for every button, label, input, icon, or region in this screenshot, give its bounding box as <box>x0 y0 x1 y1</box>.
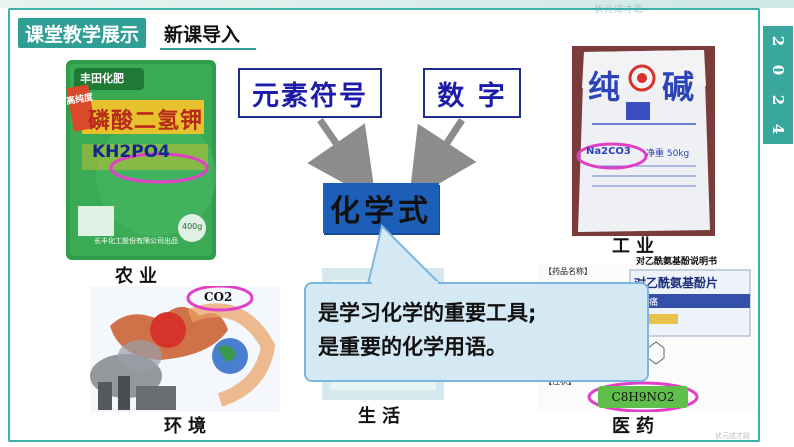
soda-label: 净重 50kg <box>646 149 690 159</box>
env-formula: CO2 <box>204 290 233 304</box>
bag-maker: 长丰化工股份有限公司出品 <box>94 237 178 245</box>
arrow-right <box>408 118 477 202</box>
environment-image <box>90 286 276 410</box>
medicine-tag: 镇痛 <box>640 298 659 308</box>
bag-product: 磷酸二氢钾 <box>88 109 204 134</box>
caption-medicine: 医药 <box>612 416 660 437</box>
bag-formula: KH2PO4 <box>92 142 170 162</box>
top-watermark: 状元成才路 <box>594 5 645 15</box>
soda-formula: Na2CO3 <box>586 146 631 157</box>
medicine-section-name: 【药品名称】 <box>544 267 592 276</box>
bag-brand: 丰田化肥 <box>80 72 124 85</box>
slide-frame <box>8 8 760 442</box>
highlight-ellipse <box>186 286 254 312</box>
digits-box: 数 字 <box>423 68 521 118</box>
caption-industry: 工业 <box>612 236 660 257</box>
callout-bubble: 是学习化学的重要工具; 是重要的化学用语。 <box>304 282 649 382</box>
bottom-watermark: 状元成才路 <box>715 432 750 440</box>
medicine-formula: C8H9NO2 <box>598 386 688 408</box>
medicine-box-title: 对乙酰氨基酚片 <box>634 276 719 290</box>
soda-name-1: 纯 <box>588 68 621 106</box>
year-sidebar: 2 0 2 4 <box>763 26 793 144</box>
highlight-ellipse <box>109 152 209 184</box>
industry-photo: 纯 碱 Na2CO3 净重 50kg <box>572 46 715 236</box>
soda-bag-image <box>572 46 715 236</box>
caption-life: 生活 <box>358 406 406 427</box>
caption-agriculture: 农业 <box>115 266 163 287</box>
title-underline <box>160 48 256 50</box>
medicine-header: 对乙酰氨基酚说明书 <box>636 257 718 267</box>
bag-weight: 400g <box>182 222 203 231</box>
arrow-left <box>307 118 376 201</box>
caption-environment: 环境 <box>164 416 212 437</box>
fertilizer-bag-image <box>66 60 216 260</box>
callout-line-2: 是重要的化学用语。 <box>318 335 507 359</box>
section-tag: 课堂教学展示 <box>18 18 147 48</box>
top-strip <box>0 0 794 8</box>
highlight-ellipse <box>587 381 699 412</box>
element-symbols-box: 元素符号 <box>238 68 382 118</box>
page-title: 新课导入 <box>164 24 241 46</box>
agriculture-photo: 丰田化肥 高纯度 磷酸二氢钾 KH2PO4 400g 长丰化工股份有限公司出品 <box>64 56 218 264</box>
soda-name-2: 碱 <box>662 68 695 106</box>
callout-line-1: 是学习化学的重要工具; <box>318 301 537 325</box>
environment-photo: CO2 <box>90 286 280 412</box>
highlight-ellipse <box>576 142 648 170</box>
